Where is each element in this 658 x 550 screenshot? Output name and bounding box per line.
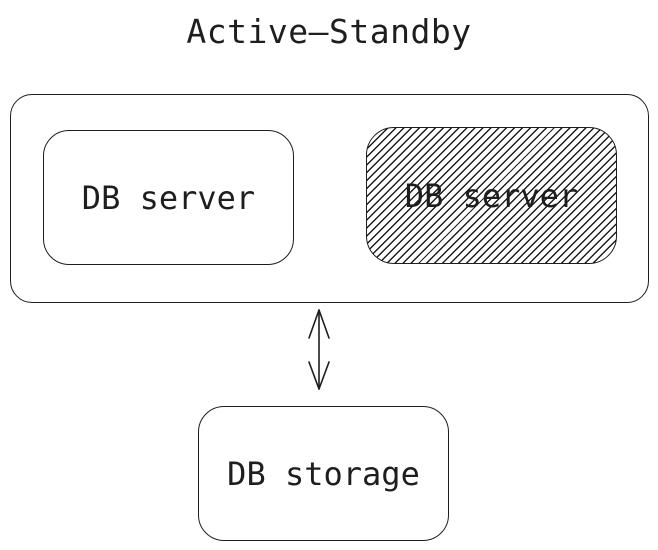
standby-db-server-node: DB server xyxy=(366,127,617,264)
active-db-server-label: DB server xyxy=(81,178,256,217)
db-storage-node: DB storage xyxy=(198,406,449,541)
db-storage-label: DB storage xyxy=(227,454,420,493)
bidirectional-arrow xyxy=(308,309,330,390)
diagram-title: Active–Standby xyxy=(186,12,472,51)
arrow-head-top xyxy=(308,309,330,339)
arrow-head-bottom xyxy=(308,361,330,390)
standby-db-server-label: DB server xyxy=(404,176,579,215)
active-db-server-node: DB server xyxy=(43,130,294,265)
